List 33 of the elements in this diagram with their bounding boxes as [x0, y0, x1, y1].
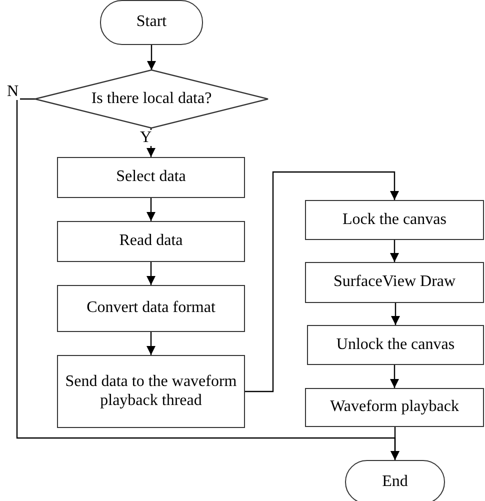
start-terminal	[100, 0, 203, 45]
arrow	[390, 365, 399, 388]
process-box	[57, 221, 245, 262]
process-box	[57, 157, 245, 198]
process-box	[305, 200, 484, 240]
arrow	[146, 128, 156, 157]
arrow	[146, 262, 156, 285]
arrow	[245, 171, 399, 392]
arrow	[146, 198, 156, 221]
process-box	[57, 285, 245, 332]
node-label: SurfaceView Draw	[333, 273, 456, 292]
node-label: Send data to the waveform playback thread	[64, 373, 238, 410]
arrow	[146, 332, 156, 355]
edge-label: Y	[139, 130, 153, 146]
node-label: Waveform playback	[330, 398, 459, 417]
node-label: Is there local data?	[91, 90, 212, 108]
node-label: End	[382, 472, 408, 492]
node-label: Unlock the canvas	[336, 336, 455, 354]
arrow	[390, 240, 399, 262]
arrow	[147, 45, 156, 70]
node-label: Select data	[116, 168, 186, 187]
node-label: Lock the canvas	[342, 210, 446, 230]
end-terminal	[345, 460, 445, 501]
node-label: Read data	[119, 232, 183, 251]
node-label: Convert data format	[86, 299, 216, 318]
arrow	[390, 427, 400, 460]
edge-label: N	[6, 84, 20, 100]
process-box	[57, 355, 245, 428]
node-label: Start	[136, 13, 167, 32]
process-box	[305, 388, 484, 427]
arrow	[391, 303, 400, 325]
process-box	[307, 325, 484, 365]
process-box	[305, 262, 484, 303]
